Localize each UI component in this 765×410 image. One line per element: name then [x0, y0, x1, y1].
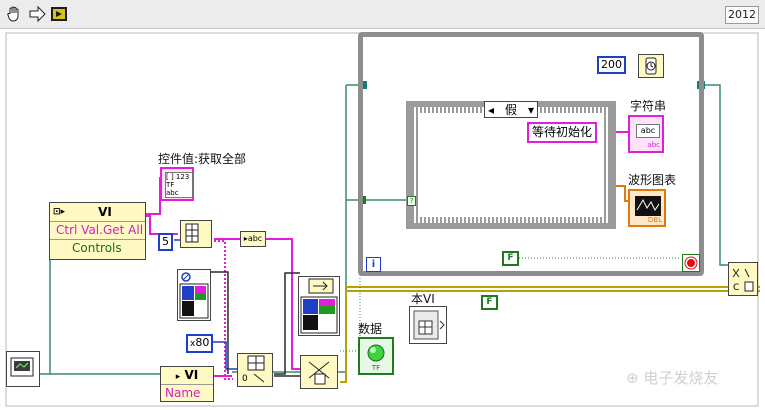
- invoke-method[interactable]: Ctrl Val.Get All: [50, 221, 145, 239]
- property-node-class: ▸ VI: [175, 368, 199, 382]
- this-vi-icon[interactable]: [409, 306, 447, 344]
- version-label: 2012: [725, 6, 759, 24]
- led-icon[interactable]: TF: [358, 337, 394, 375]
- false-constant-loop[interactable]: F: [502, 251, 519, 266]
- arrow-run-icon[interactable]: [27, 4, 47, 24]
- case-selector[interactable]: ◂ 假 ▾: [484, 101, 538, 118]
- svg-text:0: 0: [242, 374, 248, 384]
- run-continuous-icon[interactable]: [49, 4, 69, 24]
- build-path-icon[interactable]: C: [728, 262, 758, 296]
- refnum-icon: ⊡▸: [53, 207, 66, 217]
- svg-text:C: C: [733, 283, 739, 293]
- refnum-icon: ▸: [175, 372, 181, 382]
- variant-to-data-icon[interactable]: ▸abc: [240, 231, 266, 247]
- waveform-chart[interactable]: DBL: [628, 189, 666, 227]
- index-array-icon[interactable]: [180, 220, 212, 248]
- hex-80-constant[interactable]: x80: [186, 334, 214, 353]
- property-name[interactable]: Name: [161, 384, 213, 402]
- wait-ms-constant[interactable]: 200: [597, 56, 626, 74]
- stop-button-icon[interactable]: [682, 254, 700, 272]
- case-next-icon[interactable]: ▾: [527, 103, 534, 117]
- invoke-node-class: ⊡▸ VI: [50, 203, 145, 221]
- watermark: ⊕ 电子发烧友: [626, 369, 719, 387]
- string-indicator-label: 字符串: [630, 99, 667, 113]
- waveform-chart-label: 波形图表: [628, 173, 677, 187]
- false-constant-bottom[interactable]: F: [481, 295, 498, 310]
- while-loop[interactable]: [358, 32, 704, 276]
- array-index-constant[interactable]: 5: [158, 233, 173, 251]
- color-box-array-icon[interactable]: [298, 276, 340, 336]
- control-values-label: 控件值:获取全部: [158, 152, 247, 166]
- toolbar: 2012: [0, 0, 765, 29]
- hand-icon[interactable]: [4, 4, 24, 24]
- case-prev-icon[interactable]: ◂: [488, 103, 495, 117]
- merge-function-icon[interactable]: [300, 355, 338, 389]
- case-string-constant[interactable]: 等待初始化: [527, 122, 598, 143]
- case-structure[interactable]: [406, 101, 616, 229]
- compare-function-icon[interactable]: 0: [237, 353, 273, 387]
- this-vi-label: 本VI: [411, 292, 435, 306]
- string-indicator[interactable]: abc abc: [628, 115, 664, 153]
- vi-name-property-node[interactable]: ▸ VI Name: [160, 366, 214, 402]
- color-box-constant-icon[interactable]: [177, 269, 211, 321]
- loop-iteration-terminal[interactable]: i: [366, 257, 381, 272]
- case-selector-terminal: ?: [407, 196, 416, 206]
- wait-ms-icon[interactable]: [638, 54, 664, 78]
- invoke-param-controls[interactable]: Controls: [50, 239, 145, 257]
- data-label: 数据: [358, 322, 383, 336]
- ctrl-val-get-all-invoke-node[interactable]: ⊡▸ VI Ctrl Val.Get All Controls: [49, 202, 146, 260]
- this-vi-refnum-icon[interactable]: [6, 351, 40, 387]
- block-diagram: i ◂ 假 ▾ ? 200 等待初始化 字符串 abc abc 波形图表 DBL…: [0, 29, 765, 410]
- svg-text:TF: TF: [371, 364, 380, 372]
